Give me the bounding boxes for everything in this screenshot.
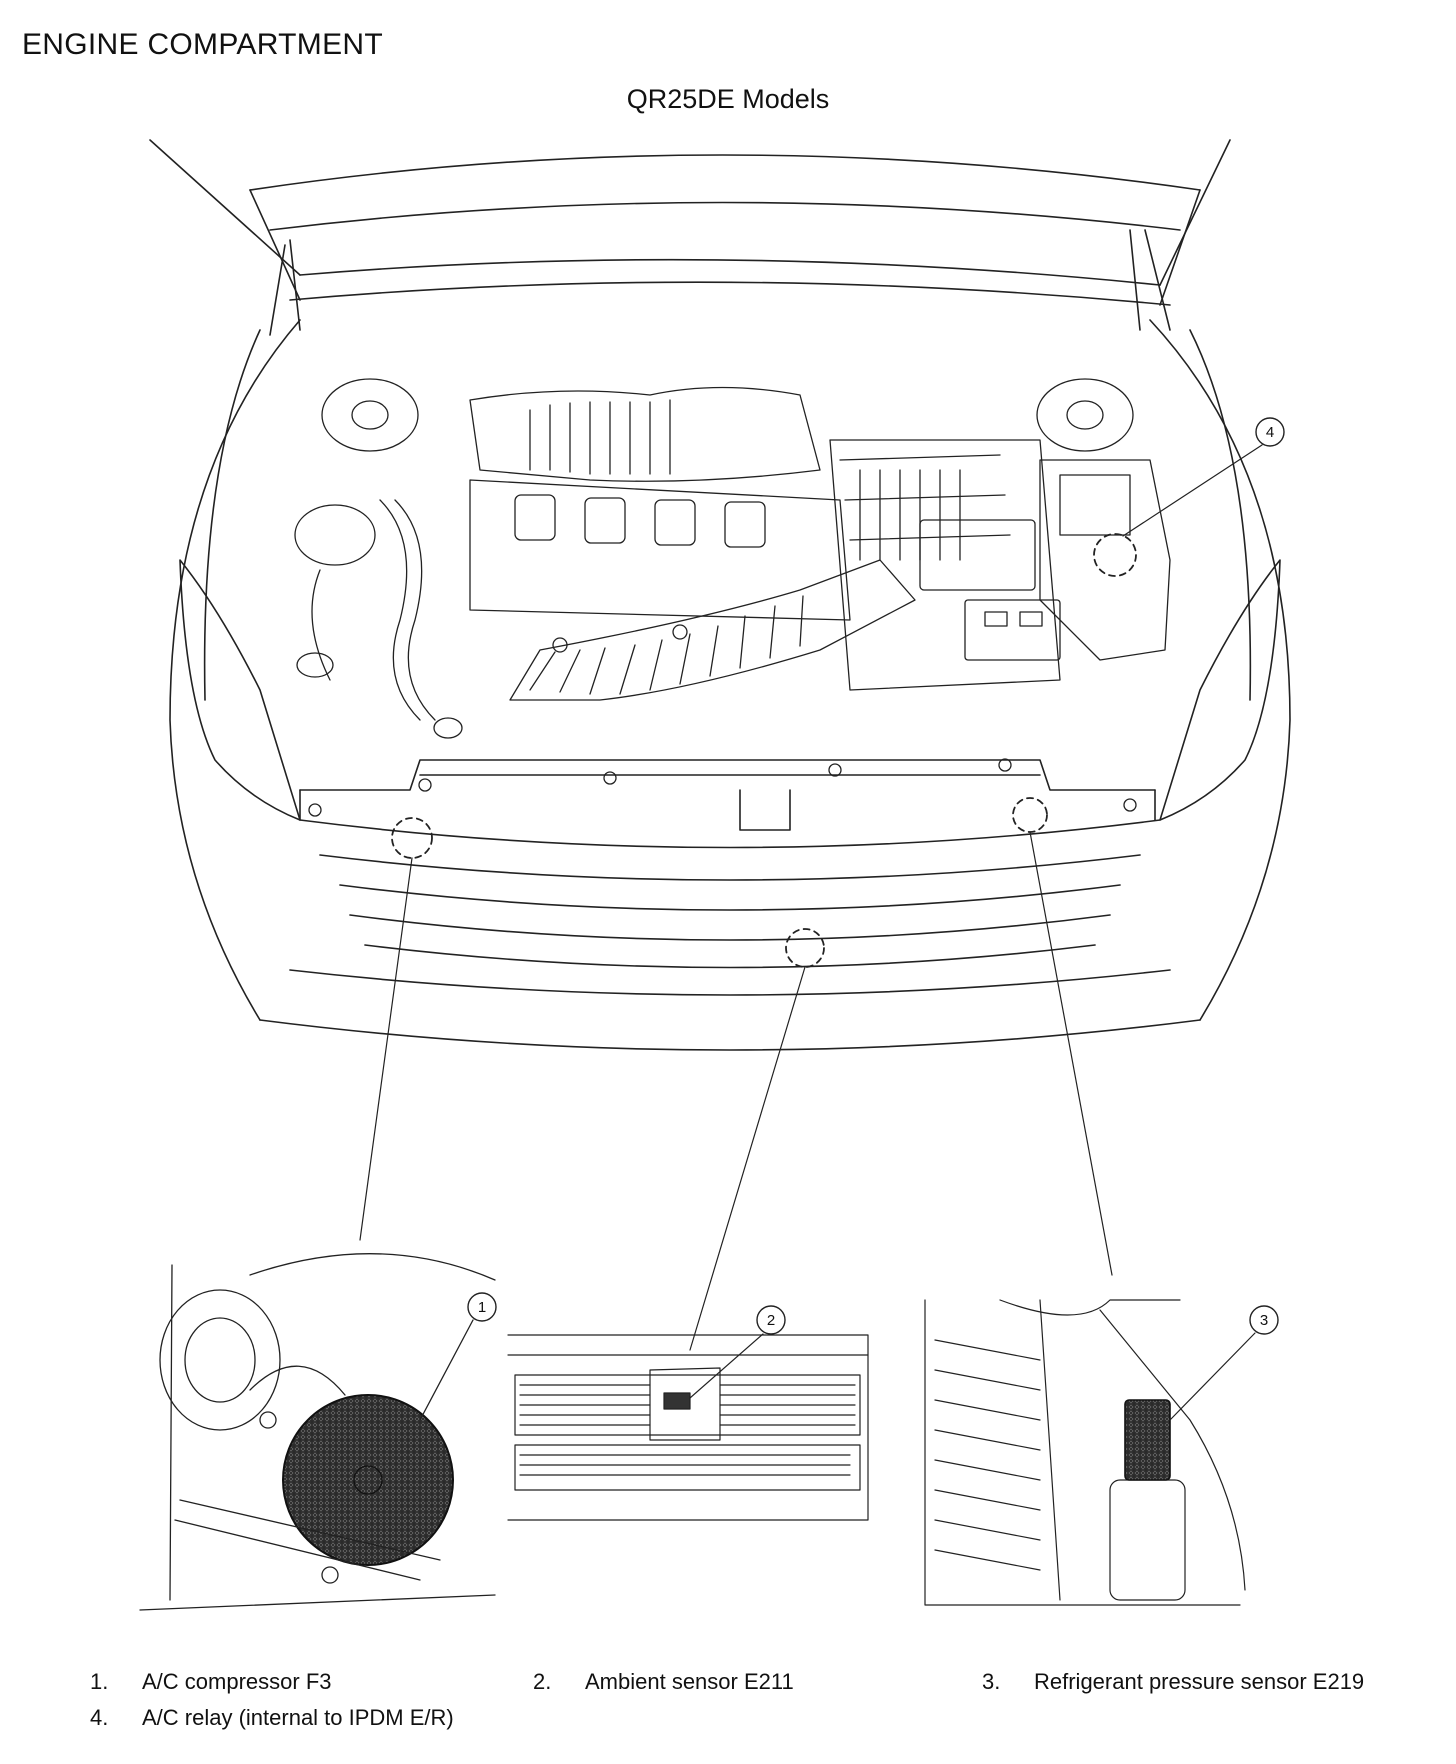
location-marker-3 — [1012, 797, 1048, 833]
legend-number: 2. — [533, 1669, 552, 1694]
legend-label: A/C compressor F3 — [142, 1669, 332, 1694]
location-marker-4 — [1093, 533, 1137, 577]
legend-number: 1. — [90, 1669, 109, 1694]
callout-number-4: 4 — [1266, 424, 1274, 441]
callout-number-2: 2 — [767, 1312, 775, 1329]
callout-number-1: 1 — [478, 1299, 486, 1316]
legend-label: Refrigerant pressure sensor E219 — [1034, 1669, 1365, 1694]
legend-label: A/C relay (internal to IPDM E/R) — [142, 1705, 454, 1730]
location-marker-1 — [391, 817, 433, 859]
callout-4 — [1255, 417, 1285, 447]
legend-label: Ambient sensor E211 — [585, 1669, 794, 1694]
leader-lines — [359, 444, 1263, 1351]
model-subtitle: QR25DE Models — [626, 84, 830, 114]
legend-number: 4. — [90, 1705, 109, 1730]
callout-number-3: 3 — [1260, 1312, 1268, 1329]
detail-view-3 — [924, 1299, 1279, 1606]
location-marker-2 — [785, 928, 825, 968]
vehicle-body — [149, 139, 1291, 1051]
page-title: ENGINE COMPARTMENT — [22, 28, 383, 61]
legend-number: 3. — [982, 1669, 1001, 1694]
detail-view-1 — [139, 1253, 497, 1611]
detail-view-2 — [507, 1305, 869, 1521]
engine-assembly — [294, 378, 1171, 817]
